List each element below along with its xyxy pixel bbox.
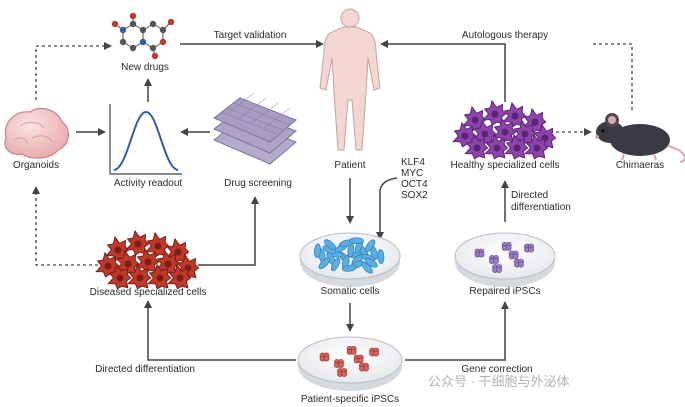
label-directed-differentiation: Directed differentiation: [95, 364, 195, 375]
label-autologous-therapy: Autologous therapy: [461, 30, 549, 41]
cell-nucleus: [501, 128, 509, 136]
cell: [323, 355, 330, 362]
cell: [349, 237, 364, 245]
cell-nucleus: [104, 262, 112, 270]
cell: [496, 267, 502, 273]
cell-nucleus: [513, 144, 521, 152]
diseased-cells-cluster: [95, 229, 200, 290]
arrows: [76, 40, 509, 361]
cell-nucleus: [114, 246, 122, 254]
cell: [528, 246, 534, 253]
organoid-icon: [4, 107, 69, 159]
label-directed-diff-2: differentiation: [511, 202, 571, 213]
label-organoids: Organoids: [12, 160, 60, 171]
activity-readout-plot: [109, 104, 182, 175]
cell-nucleus: [174, 248, 182, 256]
reprogramming-factors: KLF4 MYC OCT4 SOX2: [401, 157, 428, 201]
cell: [363, 365, 369, 372]
cell: [323, 239, 337, 251]
cell-nucleus: [493, 144, 501, 152]
cell-nucleus: [461, 132, 469, 140]
label-activity-readout: Activity readout: [113, 178, 183, 189]
watermark-text: 公众号 · 干细胞与外泌体: [428, 374, 570, 389]
cell: [314, 243, 321, 259]
cell: [512, 253, 519, 260]
cell: [361, 261, 373, 274]
label-healthy-cells: Healthy specialized cells: [450, 160, 560, 171]
label-diseased-cells: Diseased specialized cells: [89, 287, 207, 298]
cell-nucleus: [116, 274, 124, 282]
cell: [341, 264, 357, 272]
repaired-ipscs-dish: [454, 232, 556, 287]
cell: [364, 239, 376, 253]
screening-plates-icon: [213, 92, 297, 165]
cell-nucleus: [124, 260, 132, 268]
cell: [330, 257, 341, 272]
dashed-arrows: [32, 42, 633, 266]
arrow-autologous-therapy: [380, 40, 506, 102]
cell-nucleus: [471, 116, 479, 124]
cell: [338, 362, 344, 368]
cell-nucleus: [154, 242, 162, 250]
label-repaired-ipscs: Repaired iPSCs: [469, 286, 541, 297]
cell-nucleus: [164, 260, 172, 268]
cell-nucleus: [531, 118, 539, 126]
label-new-drugs: New drugs: [121, 62, 169, 73]
cell: [341, 371, 347, 377]
cell-nucleus: [481, 130, 489, 138]
patient-body-icon: [319, 8, 381, 151]
cell-nucleus: [144, 258, 152, 266]
label-gene-correction: Gene correction: [461, 364, 533, 375]
arrow-gene-correction: [405, 301, 509, 361]
arrow-chimaeras-to-patient: [590, 43, 633, 110]
arrow-factors: [376, 177, 398, 240]
molecule-icon: [111, 12, 175, 60]
arrow-diseased-to-organoids: [32, 186, 98, 266]
label-patient-ipscs: Patient-specific iPSCs: [300, 394, 400, 405]
cell: [350, 348, 357, 355]
cell-nucleus: [473, 144, 481, 152]
cell-nucleus: [491, 110, 499, 118]
cell: [493, 258, 499, 264]
cell: [357, 357, 364, 364]
label-target-validation: Target validation: [213, 30, 287, 41]
somatic-cells-dish: [299, 232, 401, 287]
label-directed-diff-1: Directed: [511, 190, 549, 201]
mouse-icon: [595, 113, 685, 163]
healthy-cells-cluster: [452, 99, 557, 160]
cell: [505, 244, 512, 251]
label-somatic-cells: Somatic cells: [320, 286, 380, 297]
cell: [478, 251, 485, 258]
cell-nucleus: [136, 274, 144, 282]
patient-ipscs-dish: [297, 336, 403, 391]
factor-klf4: KLF4: [401, 157, 425, 168]
cell-nucleus: [156, 274, 164, 282]
arrow-diseased-to-screening: [198, 196, 259, 266]
cell-nucleus: [134, 240, 142, 248]
cell-nucleus: [511, 112, 519, 120]
factor-myc: MYC: [401, 168, 424, 179]
cell: [373, 350, 379, 357]
cell: [377, 249, 385, 264]
arrow-ipsc-to-diseased: [144, 300, 296, 361]
factor-oct4: OCT4: [401, 179, 428, 190]
cell: [518, 261, 524, 268]
arrow-organoids-to-drugs: [35, 42, 112, 100]
cell: [318, 257, 330, 270]
cell-nucleus: [533, 144, 541, 152]
cell-nucleus: [176, 274, 184, 282]
label-drug-screening: Drug screening: [224, 178, 292, 189]
label-chimaeras: Chimaeras: [615, 160, 665, 171]
cell-nucleus: [521, 130, 529, 138]
factor-sox2: SOX2: [401, 190, 428, 201]
label-patient: Patient: [334, 160, 366, 171]
